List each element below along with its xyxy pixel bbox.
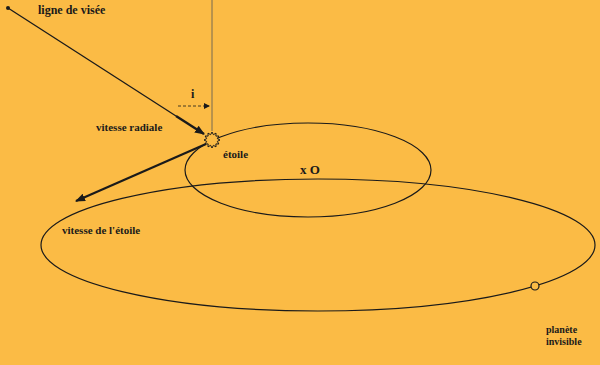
radial-velocity-label: vitesse radiale xyxy=(96,121,162,134)
vertical-reference xyxy=(212,0,213,131)
inclination-marker xyxy=(178,106,209,107)
star-velocity-arrow xyxy=(76,144,206,201)
star-label: étoile xyxy=(223,148,248,161)
star-symbol xyxy=(204,132,220,148)
line-of-sight xyxy=(8,8,176,116)
radial-velocity-arrow xyxy=(176,116,204,134)
star-velocity-label: vitesse de l'étoile xyxy=(62,224,140,237)
planet-symbol xyxy=(531,282,539,290)
star-orbit xyxy=(185,123,431,217)
centre-label: x O xyxy=(300,163,320,178)
sight-line-label: ligne de visée xyxy=(38,4,105,18)
angle-label: i xyxy=(191,88,194,102)
planet-orbit xyxy=(41,179,595,311)
planet-label: planète invisible xyxy=(546,324,596,347)
